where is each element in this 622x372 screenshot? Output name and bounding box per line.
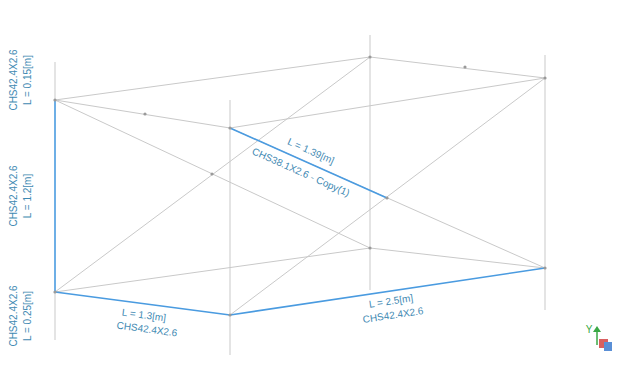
column	[370, 35, 371, 290]
y-axis-head	[593, 326, 601, 332]
brace	[230, 128, 545, 268]
section-name: CHS42.4X2.6	[114, 319, 180, 338]
column	[55, 292, 56, 340]
beam	[370, 57, 545, 78]
joint	[368, 246, 371, 249]
section-name: CHS42.4X2.6	[8, 47, 19, 112]
beam	[230, 78, 545, 128]
section-name: CHS42.4X2.6	[8, 163, 19, 228]
joint	[228, 313, 231, 316]
beam	[55, 248, 370, 292]
joint	[385, 196, 388, 199]
joint	[463, 65, 466, 68]
joint	[143, 112, 146, 115]
joint	[53, 290, 56, 293]
column	[230, 100, 231, 355]
y-axis-arrow	[596, 330, 598, 345]
beam	[370, 248, 545, 268]
joint	[543, 76, 546, 79]
brace	[230, 128, 387, 198]
joint	[228, 126, 231, 129]
beam	[55, 57, 370, 100]
length-dimension: L = 0.15[m]	[22, 53, 33, 107]
length-dimension: L = 0.25[m]	[22, 289, 33, 343]
brace	[55, 100, 370, 248]
section-name: CHS42.4X2.6	[8, 283, 19, 348]
joint	[210, 172, 213, 175]
joints	[53, 55, 546, 316]
column	[545, 55, 546, 310]
joint	[53, 98, 56, 101]
column	[54, 100, 56, 292]
beam	[230, 268, 545, 315]
axis-cube	[604, 342, 612, 351]
column	[55, 62, 56, 100]
length-dimension: L = 1.2[m]	[22, 172, 33, 220]
brace	[230, 78, 545, 315]
axis-label: Y	[584, 324, 595, 335]
joint	[368, 55, 371, 58]
selected-members	[55, 100, 545, 315]
grey-members	[55, 35, 545, 355]
brace	[55, 57, 370, 292]
joint	[543, 266, 546, 269]
beam	[55, 100, 230, 128]
axis-icon	[593, 326, 612, 351]
